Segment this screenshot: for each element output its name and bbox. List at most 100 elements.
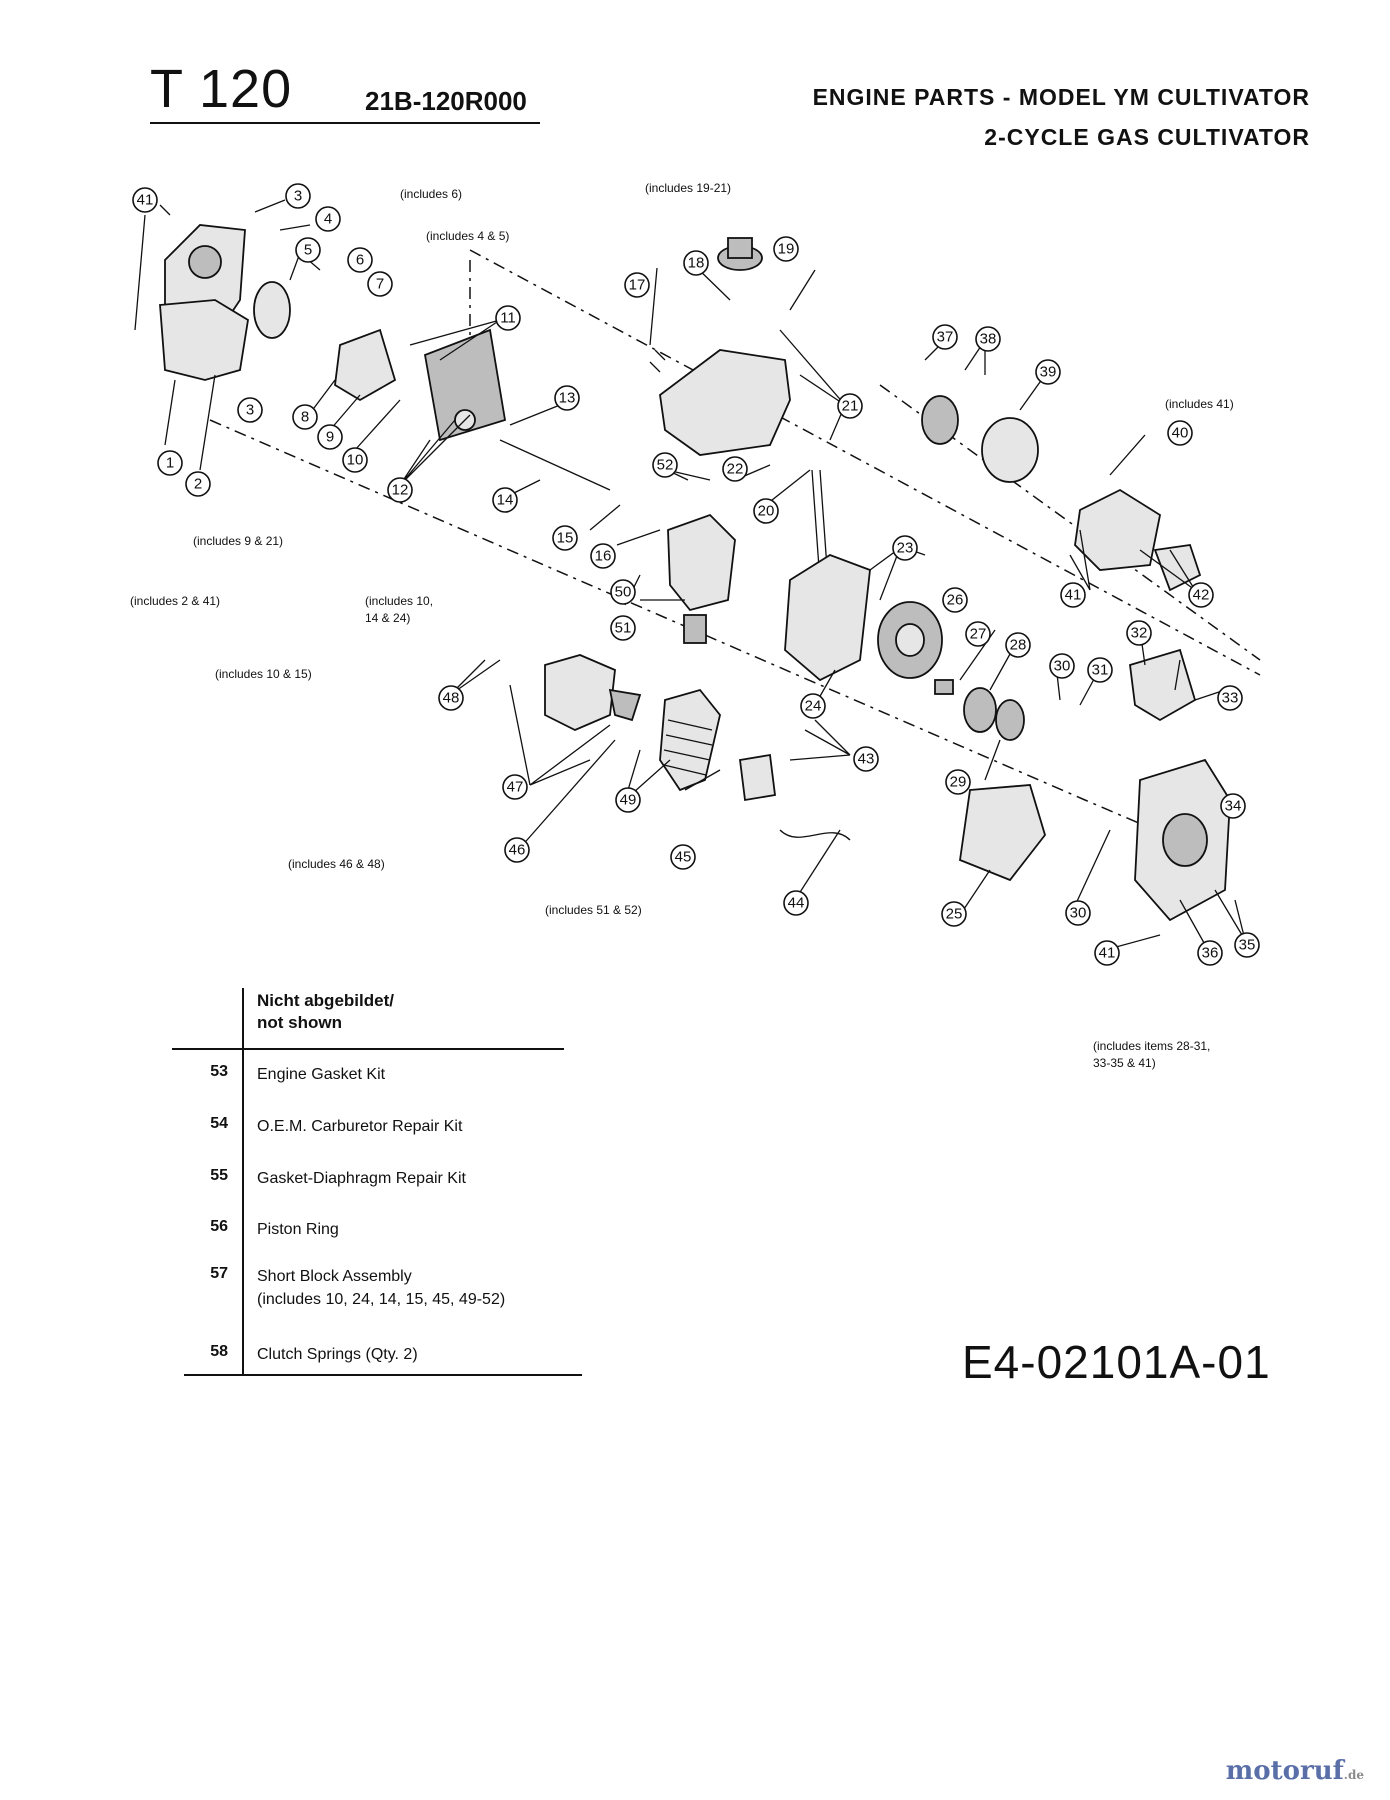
svg-text:34: 34 xyxy=(1225,798,1242,815)
callout-49: 49 xyxy=(615,787,641,813)
callout-38: 38 xyxy=(975,326,1001,352)
callout-2: 2 xyxy=(185,471,211,497)
callout-41b: 41 xyxy=(1060,582,1086,608)
callout-19: 19 xyxy=(773,236,799,262)
not-shown-header: Nicht abgebildet/ not shown xyxy=(257,990,394,1034)
svg-text:35: 35 xyxy=(1239,937,1256,954)
air-filter-housing xyxy=(159,224,291,381)
svg-text:41: 41 xyxy=(1065,587,1082,604)
svg-text:3: 3 xyxy=(294,188,302,205)
svg-text:23: 23 xyxy=(897,540,914,557)
callout-31: 31 xyxy=(1087,657,1113,683)
svg-text:29: 29 xyxy=(950,774,967,791)
note-includes-items-b: 33-35 & 41) xyxy=(1093,1056,1156,1070)
svg-text:47: 47 xyxy=(507,779,524,796)
row-number: 55 xyxy=(210,1167,228,1184)
row-description: O.E.M. Carburetor Repair Kit xyxy=(257,1118,463,1135)
callout-10: 10 xyxy=(342,447,368,473)
svg-text:16: 16 xyxy=(595,548,612,565)
callout-48: 48 xyxy=(438,685,464,711)
callout-37: 37 xyxy=(932,324,958,350)
svg-text:19: 19 xyxy=(778,241,795,258)
callout-7: 7 xyxy=(367,271,393,297)
row-number: 54 xyxy=(210,1115,228,1132)
svg-text:51: 51 xyxy=(615,620,632,637)
clutch-drum xyxy=(921,395,1202,592)
callout-6: 6 xyxy=(347,247,373,273)
callout-43: 43 xyxy=(853,746,879,772)
svg-text:48: 48 xyxy=(443,690,460,707)
callout-27: 27 xyxy=(965,621,991,647)
svg-text:11: 11 xyxy=(500,310,516,327)
svg-text:1: 1 xyxy=(166,455,174,472)
svg-text:26: 26 xyxy=(947,592,964,609)
row-description: Piston Ring xyxy=(257,1221,339,1238)
diagram-code: E4-02101A-01 xyxy=(962,1336,1271,1388)
note-includes-10-14-24-b: 14 & 24) xyxy=(365,611,410,625)
svg-text:14: 14 xyxy=(497,492,514,509)
callout-14: 14 xyxy=(492,487,518,513)
table-divider-bottom xyxy=(184,1374,582,1376)
row-description-line2: (includes 10, 24, 14, 15, 45, 49-52) xyxy=(257,1291,506,1308)
callout-18: 18 xyxy=(683,250,709,276)
row-description: Short Block Assembly (includes 10, 24, 1… xyxy=(257,1265,505,1311)
svg-text:7: 7 xyxy=(376,276,384,293)
diagram-notes: (includes 6) (includes 19-21) (includes … xyxy=(130,181,1234,1070)
svg-text:30: 30 xyxy=(1070,905,1087,922)
recoil-starter xyxy=(1129,648,1231,922)
note-includes-items-a: (includes items 28-31, xyxy=(1093,1039,1210,1053)
callout-50: 50 xyxy=(610,579,636,605)
svg-text:39: 39 xyxy=(1040,364,1057,381)
model-title: T 120 xyxy=(150,59,293,119)
callout-22: 22 xyxy=(722,456,748,482)
fuel-tank xyxy=(649,237,831,611)
callout-45: 45 xyxy=(670,844,696,870)
svg-text:36: 36 xyxy=(1202,945,1219,962)
table-divider-vertical xyxy=(242,988,244,1374)
note-includes-4-5: (includes 4 & 5) xyxy=(426,229,509,243)
callout-28: 28 xyxy=(1005,632,1031,658)
watermark-logo: motoruf.de xyxy=(1226,1756,1364,1786)
watermark-logo-tld: .de xyxy=(1343,1768,1364,1782)
svg-text:40: 40 xyxy=(1172,425,1189,442)
table-divider-header xyxy=(172,1048,564,1050)
callout-21: 21 xyxy=(837,393,863,419)
row-description: Engine Gasket Kit xyxy=(257,1066,386,1083)
svg-text:10: 10 xyxy=(347,452,364,469)
leader-lines xyxy=(134,199,1246,951)
callout-30a: 30 xyxy=(1049,653,1075,679)
callout-32: 32 xyxy=(1126,620,1152,646)
callout-36: 36 xyxy=(1197,940,1223,966)
svg-text:30: 30 xyxy=(1054,658,1071,675)
callout-29: 29 xyxy=(945,769,971,795)
svg-text:17: 17 xyxy=(629,277,646,294)
header-underline xyxy=(150,122,540,124)
callout-35: 35 xyxy=(1234,932,1260,958)
part-number: 21B-120R000 xyxy=(365,86,527,116)
note-includes-41: (includes 41) xyxy=(1165,397,1234,411)
svg-text:3: 3 xyxy=(246,402,254,419)
assembly-axis-upper xyxy=(469,249,1261,676)
not-shown-header-line1: Nicht abgebildet/ xyxy=(257,991,394,1010)
callout-42: 42 xyxy=(1188,582,1214,608)
callout-41a: 41 xyxy=(132,187,158,213)
svg-text:42: 42 xyxy=(1193,587,1210,604)
callout-41c: 41 xyxy=(1094,940,1120,966)
callout-52: 52 xyxy=(652,452,678,478)
callout-46: 46 xyxy=(504,837,530,863)
note-includes-46-48: (includes 46 & 48) xyxy=(288,857,385,871)
diagram-title-line2: 2-CYCLE GAS CULTIVATOR xyxy=(984,124,1310,150)
svg-text:4: 4 xyxy=(324,211,332,228)
muffler xyxy=(544,654,642,731)
svg-text:37: 37 xyxy=(937,329,954,346)
row-number: 56 xyxy=(210,1218,228,1235)
svg-text:2: 2 xyxy=(194,476,202,493)
callout-15: 15 xyxy=(552,525,578,551)
svg-text:31: 31 xyxy=(1092,662,1109,679)
svg-text:22: 22 xyxy=(727,461,744,478)
callout-26: 26 xyxy=(942,587,968,613)
crankcase-cylinder xyxy=(659,513,851,841)
note-includes-2-41: (includes 2 & 41) xyxy=(130,594,220,608)
callout-33: 33 xyxy=(1217,685,1243,711)
note-includes-19-21: (includes 19-21) xyxy=(645,181,731,195)
